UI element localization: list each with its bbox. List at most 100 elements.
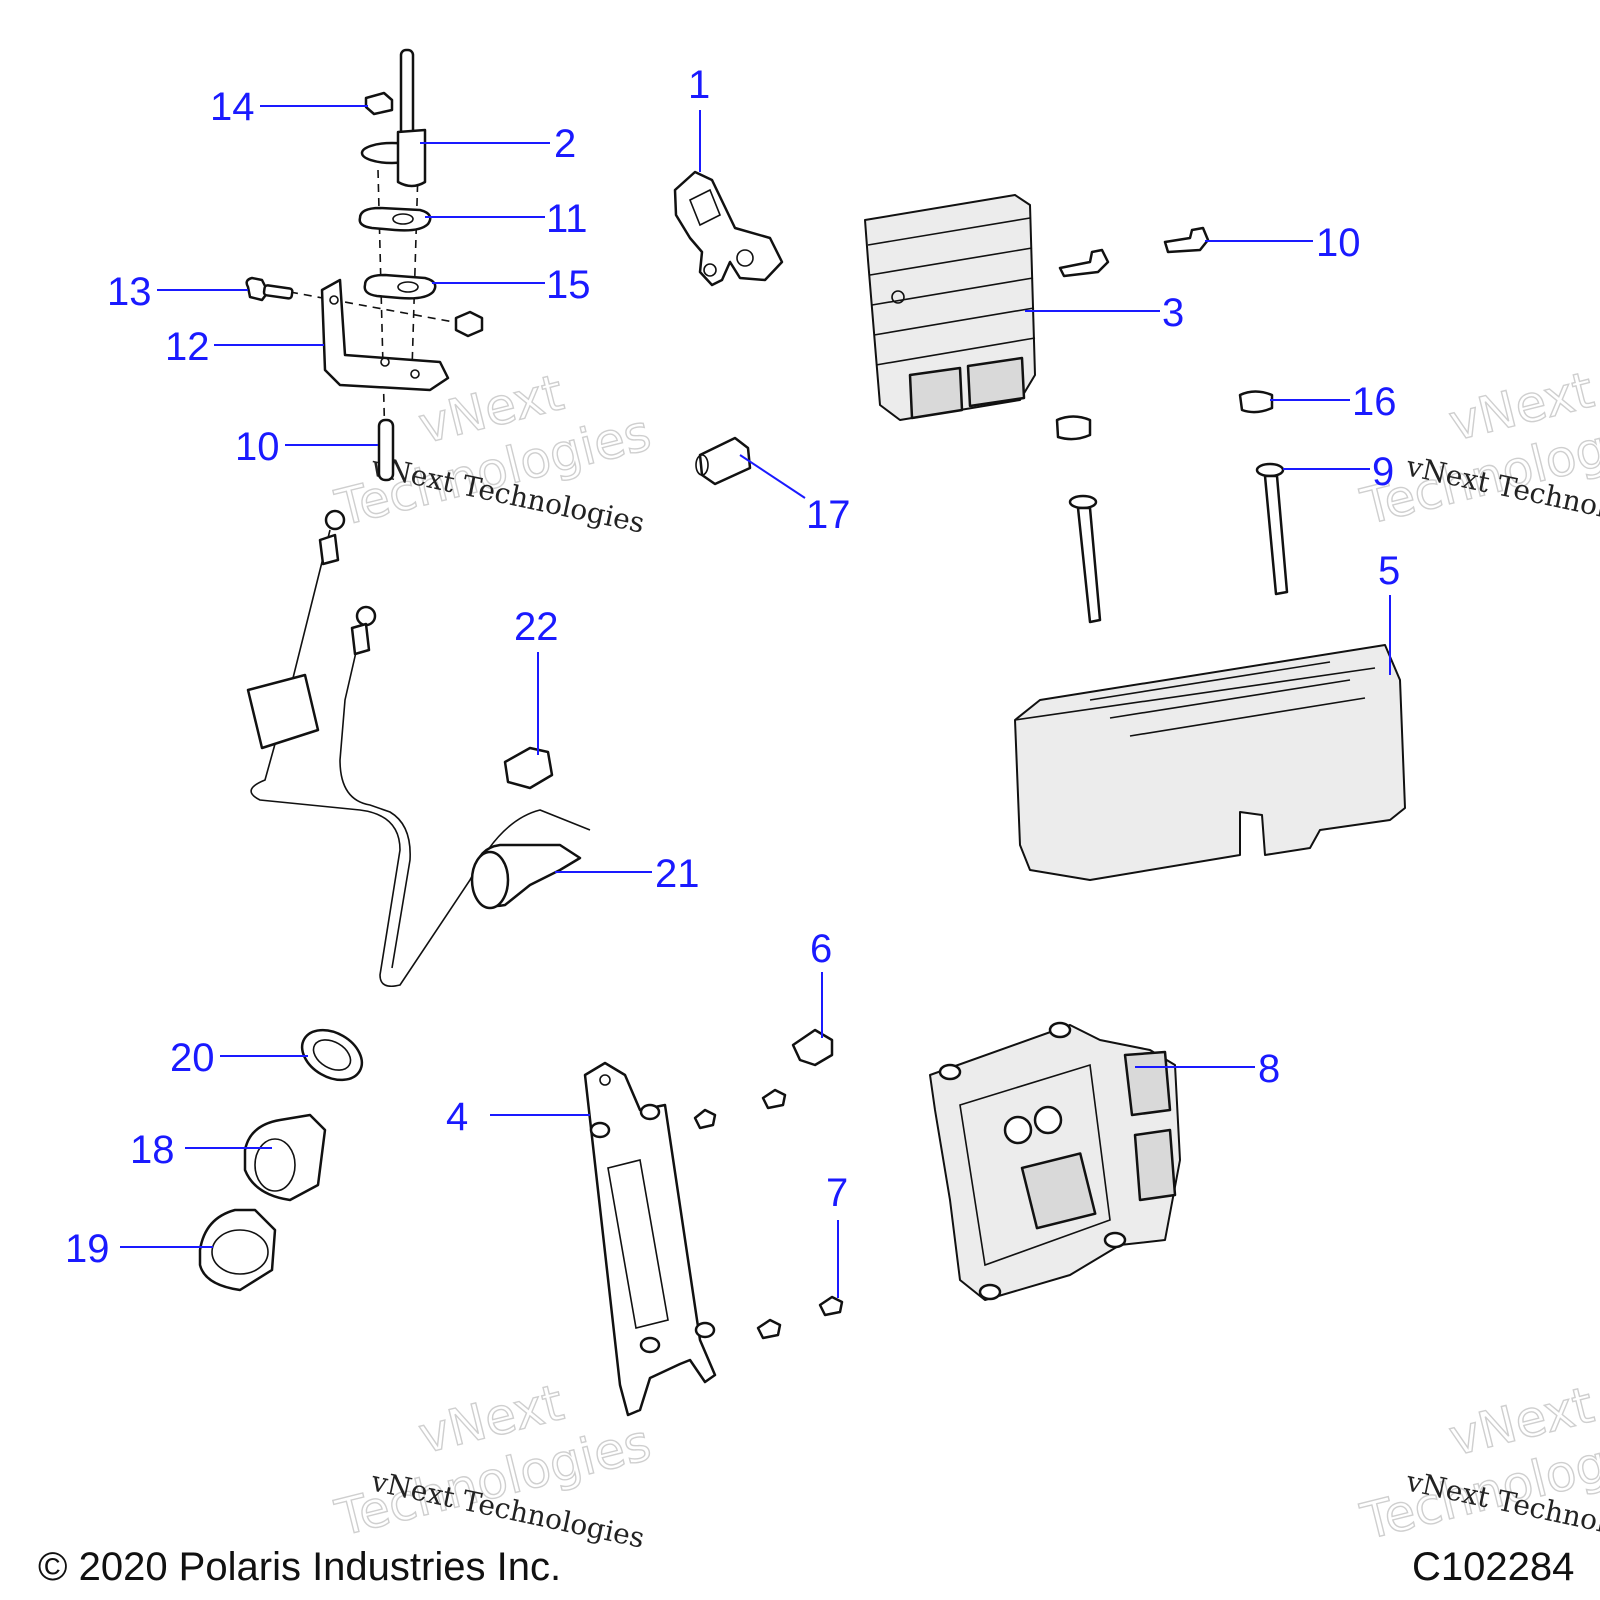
part-19-cap-body <box>198 1208 277 1292</box>
harness-crimp <box>318 533 340 566</box>
part-8-ecu-mount <box>938 1063 962 1081</box>
part-15-gasket <box>363 273 437 300</box>
part-18-socket-face <box>254 1138 296 1192</box>
part-11-gasket-hole <box>392 213 414 225</box>
callout-6: 6 <box>810 927 832 971</box>
part-8-ecu-mount <box>1103 1231 1127 1249</box>
part-5-cover-body <box>1014 644 1406 881</box>
part-13-bolt-shank <box>262 284 294 300</box>
part-8-ecu-mount <box>978 1283 1002 1301</box>
part-3-regulator-hole <box>891 290 905 304</box>
part-3-regulator-fins <box>867 217 1036 366</box>
part-16-grommet <box>1238 390 1274 414</box>
callout-7: 7 <box>826 1171 848 1215</box>
part-19-cap-face <box>211 1229 269 1275</box>
callout-5: 5 <box>1378 549 1400 593</box>
part-12-bracket-hole <box>410 369 420 379</box>
harness-wire <box>339 625 411 969</box>
part-18-socket-body <box>243 1113 327 1202</box>
callout-19: 19 <box>65 1227 110 1271</box>
callout-1: 1 <box>688 63 710 107</box>
part-19-cap <box>198 1208 277 1292</box>
callout-14: 14 <box>210 85 255 129</box>
part-4-bracket-boss <box>694 1321 716 1339</box>
part-9-bolt-head <box>1255 462 1285 478</box>
part-16-grommet <box>1055 415 1092 441</box>
part-3-regulator-connector <box>966 356 1026 408</box>
callout-12: 12 <box>165 325 210 369</box>
part-10-bolt <box>1163 226 1210 254</box>
part-15-gasket-hole <box>397 281 419 293</box>
part-4-bracket-body <box>583 1061 717 1417</box>
part-8-ecu-vent <box>1033 1105 1063 1135</box>
part-8-ecu-connector <box>1133 1128 1177 1202</box>
part-12-bracket <box>320 278 450 392</box>
part-10-stud <box>377 418 395 482</box>
part-8-ecu <box>929 1021 1181 1301</box>
callout-4: 4 <box>446 1095 468 1139</box>
part-1-sensor <box>673 170 784 287</box>
callout-labels: 1 2 3 4 5 6 7 8 9 10 10 11 12 13 14 15 1… <box>65 63 1400 1271</box>
callout-21: 21 <box>655 852 700 896</box>
part-4-bracket-hole <box>599 1074 611 1086</box>
leader-17 <box>739 454 806 499</box>
callout-10-lower: 10 <box>235 425 280 469</box>
assembly-centerline <box>411 169 419 371</box>
screw <box>756 1318 782 1340</box>
part-14-nut <box>364 91 394 116</box>
callout-15: 15 <box>546 263 591 307</box>
regulator-bolt <box>1058 248 1110 278</box>
part-9-bolt-shank <box>1263 474 1289 596</box>
part-7-screw <box>818 1295 844 1317</box>
part-9-bolt-head <box>1068 494 1098 510</box>
part-3-regulator-connector <box>908 366 964 420</box>
part-6-fastener <box>791 1028 834 1067</box>
part-21-harness <box>246 509 591 988</box>
part-3-regulator <box>864 194 1036 421</box>
callout-17: 17 <box>806 493 851 537</box>
part-2-sensor-rod <box>399 48 415 137</box>
part-1-sensor-connector <box>688 188 722 227</box>
part-5-cover <box>1014 644 1406 881</box>
drawing-number: C102284 <box>1412 1545 1574 1589</box>
part-4-bracket-boss <box>639 1103 661 1121</box>
harness-wire <box>250 529 591 988</box>
callout-20: 20 <box>170 1036 215 1080</box>
sensor-stack <box>245 48 484 482</box>
part-12-bracket-hole <box>329 295 339 305</box>
part-8-ecu-label <box>1020 1152 1097 1230</box>
copyright-text: © 2020 Polaris Industries Inc. <box>38 1545 561 1589</box>
part-4-bracket-boss <box>639 1336 661 1354</box>
part-9-bolt-shank <box>1076 506 1102 624</box>
screw <box>693 1108 717 1130</box>
part-18-socket <box>243 1113 327 1202</box>
part-8-ecu-connector <box>1123 1050 1172 1117</box>
part-21-socket-face <box>470 850 510 910</box>
callout-3: 3 <box>1162 291 1184 335</box>
part-8-ecu-vent <box>1003 1115 1033 1145</box>
watermark-group: vNext Technologies vNext Technologies vN… <box>329 360 1600 1555</box>
part-1-sensor-tip <box>703 263 717 277</box>
callout-8: 8 <box>1258 1047 1280 1091</box>
part-20-ring-nut <box>300 1028 364 1082</box>
callout-9: 9 <box>1372 450 1394 494</box>
part-12-bracket-hole <box>380 357 390 367</box>
part-9-bolts <box>1068 462 1289 624</box>
callout-10-upper: 10 <box>1316 221 1361 265</box>
part-22-clip <box>503 746 554 790</box>
part-5-cover-ribs <box>1089 661 1366 737</box>
harness-crimp <box>350 622 371 656</box>
part-20-ring-inner <box>312 1039 352 1071</box>
part-2-sensor-body <box>396 128 427 188</box>
part-8-ecu-mount <box>1048 1021 1072 1039</box>
harness-ring-terminal <box>324 509 346 531</box>
callout-11: 11 <box>546 197 588 241</box>
part-11-gasket <box>358 206 432 232</box>
callout-18: 18 <box>130 1128 175 1172</box>
part-5-cover-edge <box>1014 667 1376 721</box>
part-12-nut <box>454 310 484 338</box>
callout-2: 2 <box>554 122 576 166</box>
callout-13: 13 <box>107 270 152 314</box>
part-4-bracket-slot <box>607 1159 669 1329</box>
